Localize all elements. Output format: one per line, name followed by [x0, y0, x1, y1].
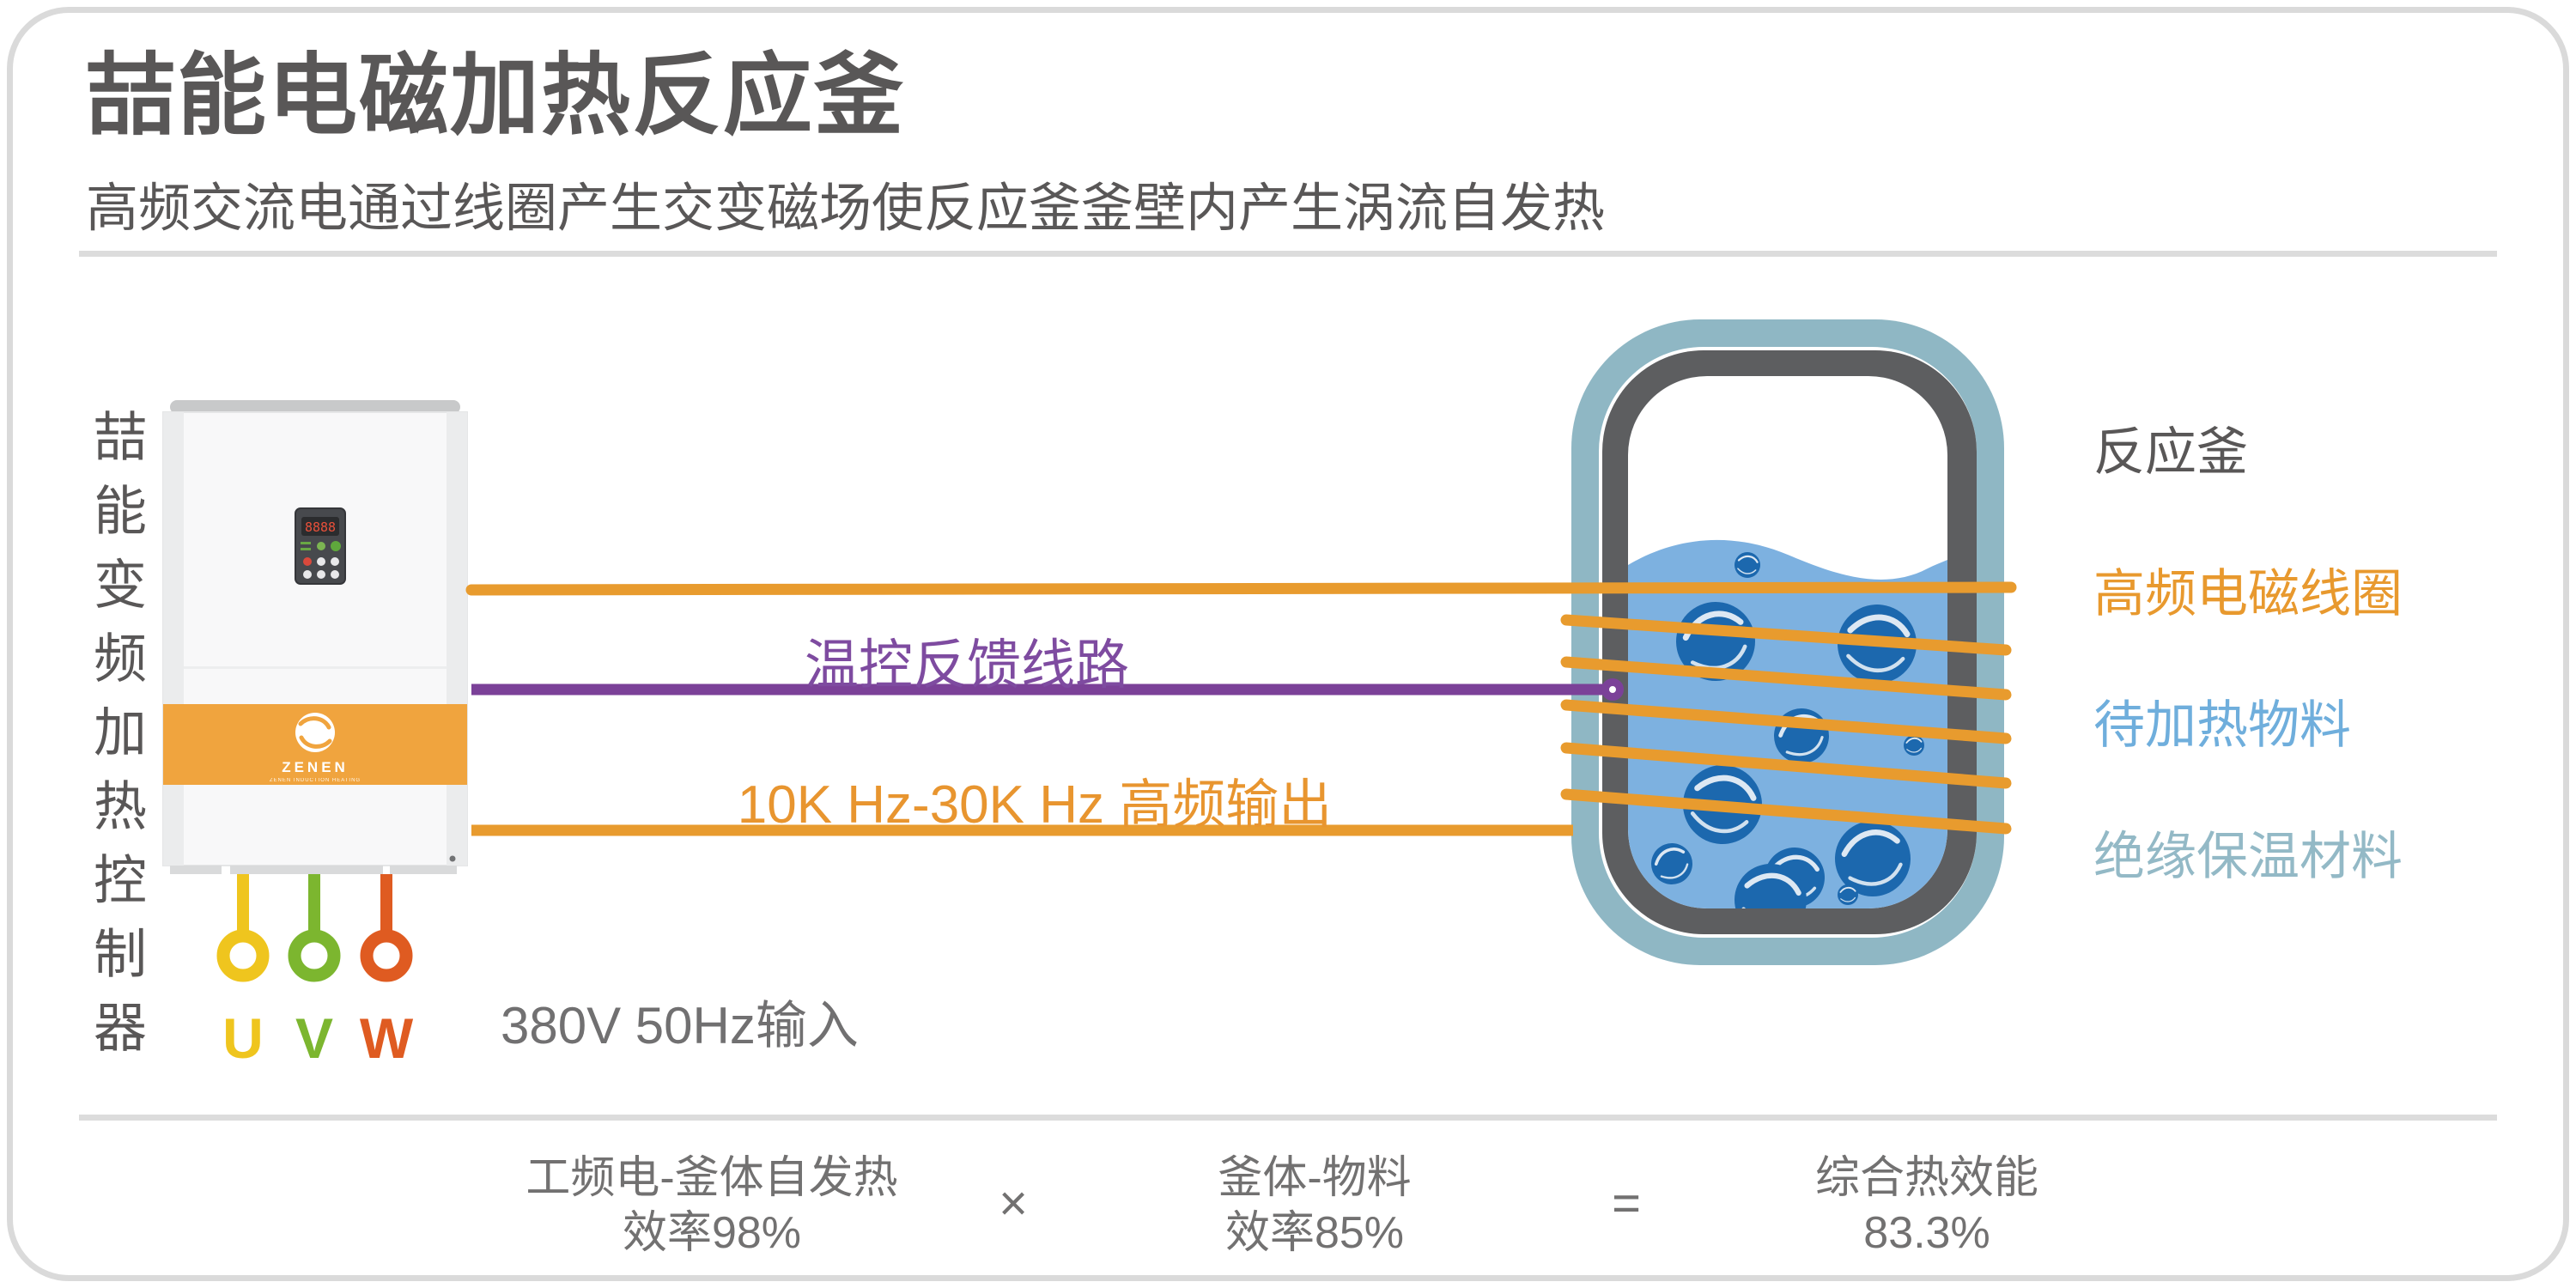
feedback-line [471, 678, 1624, 701]
controller-body [162, 411, 468, 866]
power-input-label: 380V 50Hz输入 [501, 997, 859, 1054]
controller-device: 8888 ZENEN ZENEN INDUCTION HEATING [162, 400, 468, 874]
coil-turn [1560, 788, 2012, 835]
formula-divider [79, 1115, 2497, 1121]
terminal-label-w: W [360, 1006, 414, 1070]
terminal-wire-u [237, 874, 249, 934]
panel-button [303, 570, 312, 579]
coil-label: 高频电磁线圈 [2093, 565, 2403, 623]
formula-factor1-line2: 效率98% [622, 1208, 802, 1259]
reactor-vessel [1571, 319, 2004, 965]
terminal-label-u: U [222, 1006, 264, 1070]
controller-brand-band: ZENEN ZENEN INDUCTION HEATING [163, 704, 467, 785]
terminal-ring-v [288, 929, 341, 982]
controller-foot [170, 866, 222, 874]
controller-panel: 8888 [295, 507, 346, 585]
panel-button [317, 570, 325, 579]
material-label: 待加热物料 [2093, 696, 2351, 754]
formula-factor2-line2: 效率85% [1224, 1208, 1405, 1259]
induction-coil [465, 581, 2017, 836]
formula-result-line2: 83.3% [1863, 1208, 1990, 1259]
panel-display: 8888 [305, 519, 336, 535]
formula-factor1-line1: 工频电-釜体自发热 [526, 1153, 898, 1203]
header-divider [79, 251, 2497, 257]
formula-result: 综合热效能 83.3% [1815, 1151, 2038, 1261]
power-terminals: U V W [216, 874, 414, 1070]
panel-button [303, 557, 312, 566]
temperature-sensor-icon [1601, 678, 1624, 701]
controller-foot [390, 866, 457, 874]
page-subtitle: 高频交流电通过线圈产生交变磁场使反应釜釜壁内产生涡流自发热 [86, 179, 1606, 237]
feedback-line-label: 温控反馈线路 [805, 635, 1129, 696]
output-line-label: 10K Hz-30K Hz 高频输出 [737, 775, 1333, 835]
formula-factor2-line1: 釜体-物料 [1218, 1153, 1412, 1203]
panel-button [331, 570, 339, 579]
terminal-wire-v [308, 874, 320, 934]
coil-turn [1560, 699, 2012, 744]
terminal-ring-u [216, 929, 270, 982]
formula-factor2: 釜体-物料 效率85% [1218, 1151, 1411, 1261]
panel-button [331, 557, 339, 566]
panel-button [317, 542, 325, 550]
insulation-label: 绝缘保温材料 [2093, 828, 2403, 885]
controller-screw [449, 855, 456, 862]
controller-seam [184, 666, 447, 669]
page-title: 喆能电磁加热反应釜 [86, 46, 906, 146]
terminal-wire-w [380, 874, 392, 934]
controller-bevel-right [447, 412, 467, 866]
multiply-sign: × [999, 1176, 1028, 1231]
panel-power-button [331, 541, 341, 551]
coil-turn [1560, 656, 2012, 701]
controller-bevel-left [163, 412, 184, 866]
controller-vertical-label: 喆能变频加热控制器 [85, 409, 144, 1073]
reactor-title: 反应釜 [2093, 423, 2248, 481]
controller-foot [230, 866, 383, 874]
panel-button [317, 557, 325, 566]
terminal-label-v: V [295, 1006, 333, 1070]
coil-turn [1560, 614, 2012, 656]
controller-lid [170, 400, 460, 414]
coil-output-line-top [465, 581, 2017, 596]
brand-name: ZENEN [282, 759, 349, 775]
formula-result-line1: 综合热效能 [1814, 1153, 2039, 1203]
coil-turn [1560, 742, 2012, 789]
formula-factor1: 工频电-釜体自发热 效率98% [526, 1151, 897, 1261]
terminal-ring-w [360, 929, 413, 982]
equals-sign: = [1612, 1176, 1641, 1231]
brand-tagline: ZENEN INDUCTION HEATING [270, 778, 361, 783]
